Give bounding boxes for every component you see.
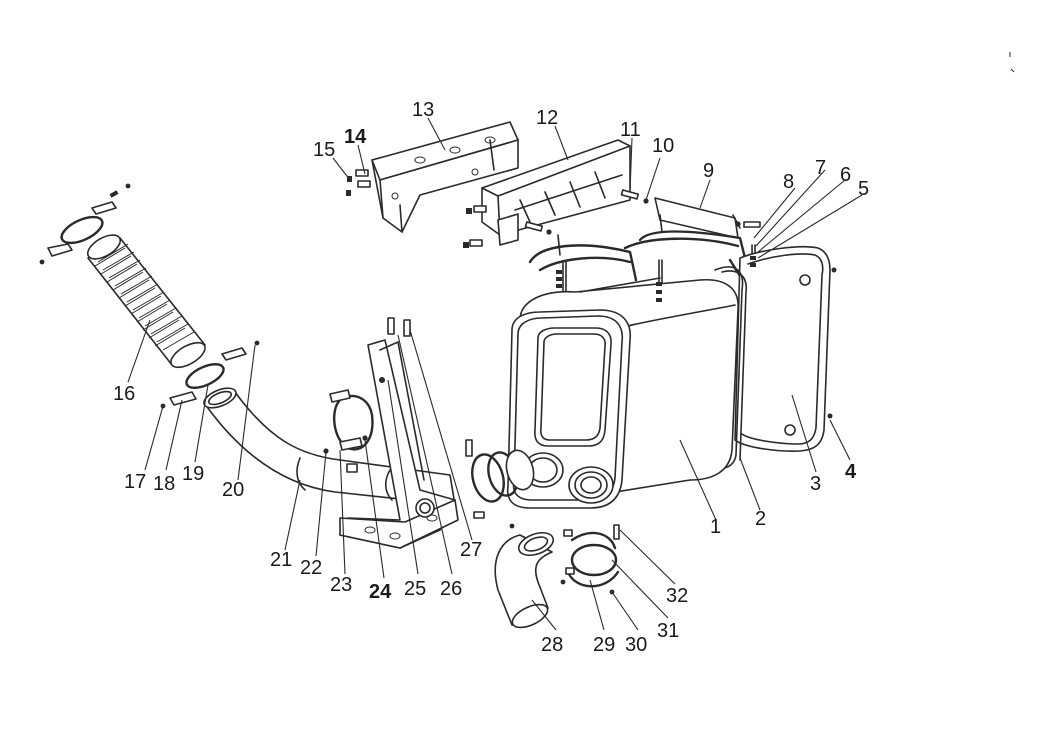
- part-28-elbow-pipe: [494, 531, 555, 629]
- label-part-10: 10: [652, 135, 674, 157]
- label-part-18: 18: [153, 473, 175, 495]
- upper-clamp: [39, 183, 131, 265]
- label-part-21: 21: [270, 549, 292, 571]
- part-29-32-clamps: [560, 524, 620, 595]
- corner-marks: [1009, 52, 1015, 73]
- label-part-1: 1: [710, 516, 721, 538]
- label-part-23: 23: [330, 574, 352, 596]
- part-17-20-clamp: [160, 340, 260, 409]
- label-part-5: 5: [858, 178, 869, 200]
- label-part-15: 15: [313, 139, 335, 161]
- label-part-4: 4: [845, 461, 857, 483]
- part-27-clamp-rings: [465, 439, 535, 529]
- part-16-flex-hose: [86, 234, 206, 369]
- leader-lines: [127, 117, 863, 631]
- label-part-22: 22: [300, 557, 322, 579]
- label-part-28: 28: [541, 634, 563, 656]
- label-part-27: 27: [460, 539, 482, 561]
- label-part-32: 32: [666, 585, 688, 607]
- label-part-12: 12: [536, 107, 558, 129]
- label-part-14: 14: [344, 126, 367, 148]
- label-part-30: 30: [625, 634, 647, 656]
- label-part-8: 8: [783, 171, 794, 193]
- label-part-13: 13: [412, 99, 434, 121]
- part-1-muffler-body: [506, 256, 756, 509]
- label-part-11: 11: [620, 119, 641, 141]
- part-3-cover-plate: [734, 245, 837, 452]
- label-part-24: 24: [369, 581, 392, 603]
- label-part-29: 29: [593, 634, 615, 656]
- label-part-2: 2: [755, 508, 766, 530]
- label-part-20: 20: [222, 479, 244, 501]
- label-part-26: 26: [440, 578, 462, 600]
- label-part-9: 9: [703, 160, 714, 182]
- label-part-31: 31: [657, 620, 679, 642]
- label-part-16: 16: [113, 383, 135, 405]
- label-part-3: 3: [810, 473, 821, 495]
- part-22-23-u-clamp: [323, 389, 374, 454]
- part-number-labels: 1 2 3 4 5 6 7 8 9 10 11 12 13 14 15 16 1…: [113, 99, 869, 656]
- part-12-bracket: [463, 139, 631, 248]
- label-part-6: 6: [840, 164, 851, 186]
- label-part-19: 19: [182, 463, 204, 485]
- part-13-bracket: [371, 121, 519, 233]
- label-part-25: 25: [404, 578, 426, 600]
- label-part-7: 7: [815, 157, 826, 179]
- part-14-15-bolts: [346, 169, 371, 196]
- label-part-17: 17: [124, 471, 146, 493]
